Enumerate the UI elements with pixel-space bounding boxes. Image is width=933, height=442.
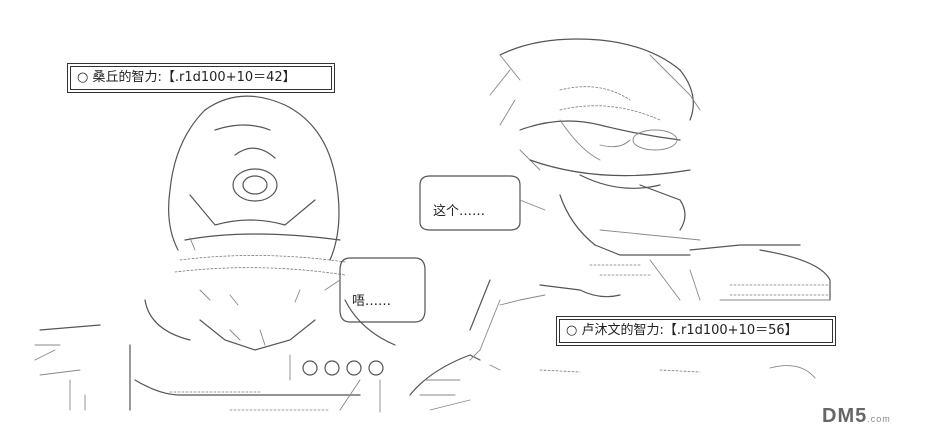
mask-band — [189, 194, 316, 226]
face-lower — [529, 159, 691, 177]
logo-suffix: .com — [867, 414, 891, 424]
shoulder-far — [759, 249, 831, 301]
bullet-left: ○ — [77, 70, 89, 85]
button-4 — [368, 360, 384, 376]
mask-lower — [184, 233, 341, 241]
shoulder-right-char — [689, 244, 801, 251]
desk-edge-left — [39, 324, 101, 331]
hair-outline-top — [499, 38, 694, 121]
intelligence-roll-text-left: 桑丘的智力:【.r1d100+10＝42】 — [92, 70, 296, 85]
hand-pointing — [539, 284, 621, 298]
button-2 — [324, 360, 340, 376]
eye-goggle-inner — [242, 175, 268, 195]
button-1 — [302, 360, 318, 376]
eye-upper — [234, 147, 276, 159]
eye-goggle — [232, 168, 278, 202]
logo-main: DM5 — [822, 405, 868, 427]
dm5-watermark-logo: DM5.com — [822, 405, 891, 428]
scarf-pattern — [179, 255, 346, 263]
hair-fringe — [519, 120, 681, 141]
shoulder-right — [344, 299, 396, 346]
speech-text-hmm: 唔…… — [352, 294, 392, 309]
intelligence-roll-box-right: ○ 卢沐文的智力:【.r1d100+10＝56】 — [559, 319, 833, 343]
eye-right-char — [632, 129, 678, 151]
chest-band — [134, 379, 361, 396]
eye-brow-left — [214, 124, 271, 131]
left-character — [34, 95, 481, 413]
button-3 — [346, 360, 362, 376]
arm-right — [409, 354, 481, 396]
intelligence-roll-box-left: ○ 桑丘的智力:【.r1d100+10＝42】 — [70, 66, 332, 90]
neck-right — [639, 184, 686, 231]
bullet-right: ○ — [566, 323, 578, 338]
speech-text-this: 这个…… — [433, 204, 486, 219]
hood-outline-right — [204, 95, 340, 261]
shoulder-left — [144, 299, 191, 341]
arm-right-char — [469, 279, 491, 331]
neck-left — [559, 194, 596, 246]
speech-bubble-right-char — [419, 175, 521, 231]
collar — [199, 319, 316, 351]
hair-texture — [559, 86, 631, 101]
hood-outline-left — [168, 109, 206, 251]
right-character — [469, 38, 831, 379]
intelligence-roll-text-right: 卢沐文的智力:【.r1d100+10＝56】 — [581, 323, 798, 338]
jaw — [579, 174, 661, 189]
speech-bubble-left-char — [339, 257, 426, 323]
collar-right — [594, 244, 691, 256]
